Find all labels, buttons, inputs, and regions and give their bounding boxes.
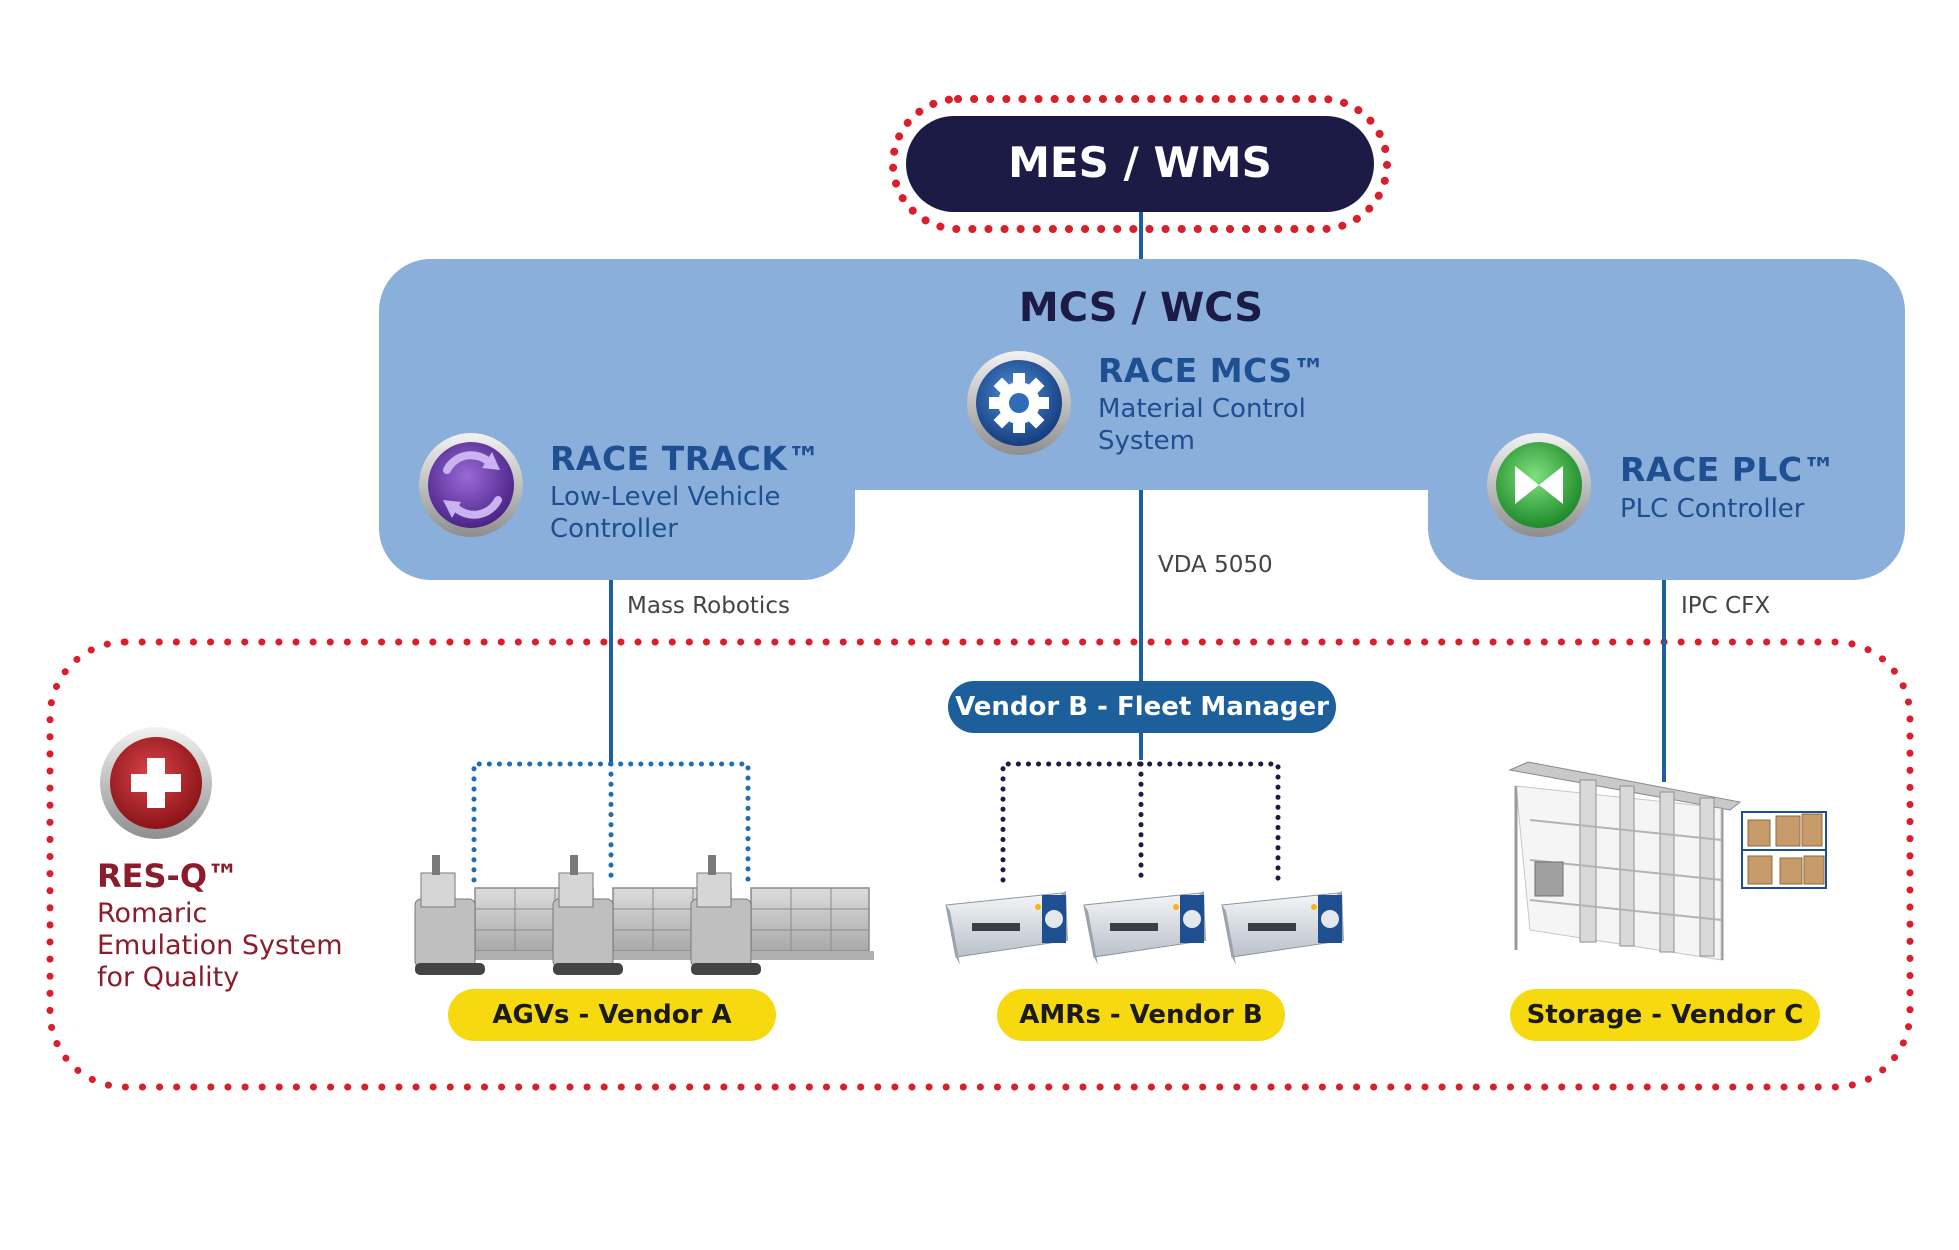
- vendor-pill-amrs: AMRs - Vendor B: [997, 989, 1285, 1041]
- amr-bracket: [1000, 761, 1281, 883]
- race-mcs-desc-line2: System: [1098, 426, 1195, 456]
- vendor-pill-storage: Storage - Vendor C: [1510, 989, 1820, 1041]
- mes-highlight-outline: [889, 95, 1391, 233]
- protocol-label-vda-5050: VDA 5050: [1158, 552, 1273, 578]
- race-track-name: RACE TRACK™: [550, 439, 821, 478]
- protocol-label-ipc-cfx: IPC CFX: [1681, 593, 1771, 619]
- race-plc-desc: PLC Controller: [1620, 494, 1805, 524]
- mes-wms-node: [906, 116, 1374, 212]
- agv-bracket: [471, 761, 751, 883]
- mcs-wcs-label: MCS / WCS: [1018, 285, 1264, 331]
- cycle-arrows-icon: [419, 433, 523, 537]
- agv-vehicles-illustration: [414, 855, 874, 975]
- vendor-pill-agvs: AGVs - Vendor A: [448, 989, 776, 1041]
- race-mcs-name: RACE MCS™: [1098, 351, 1327, 390]
- fleet-manager-node: Vendor B - Fleet Manager: [948, 681, 1336, 733]
- race-plc-name: RACE PLC™: [1620, 450, 1837, 489]
- amr-vehicles-illustration: [945, 891, 1344, 965]
- medical-cross-icon: [100, 727, 212, 839]
- gear-icon: [967, 351, 1071, 455]
- res-q-desc-line3: for Quality: [97, 962, 240, 993]
- protocol-label-mass-robotics: Mass Robotics: [627, 593, 790, 619]
- race-track-desc-line2: Controller: [550, 514, 678, 544]
- race-track-desc-line1: Low-Level Vehicle: [550, 482, 781, 512]
- storage-system-illustration: [1508, 761, 1827, 961]
- res-q-desc-line2: Emulation System: [97, 930, 343, 961]
- bowtie-valve-icon: [1487, 433, 1591, 537]
- emulation-boundary: [46, 638, 1914, 1091]
- race-mcs-desc-line1: Material Control: [1098, 394, 1306, 424]
- res-q-name: RES-Q™: [97, 857, 240, 895]
- mes-wms-label: MES / WMS: [1008, 138, 1272, 187]
- res-q-desc-line1: Romaric: [97, 898, 208, 929]
